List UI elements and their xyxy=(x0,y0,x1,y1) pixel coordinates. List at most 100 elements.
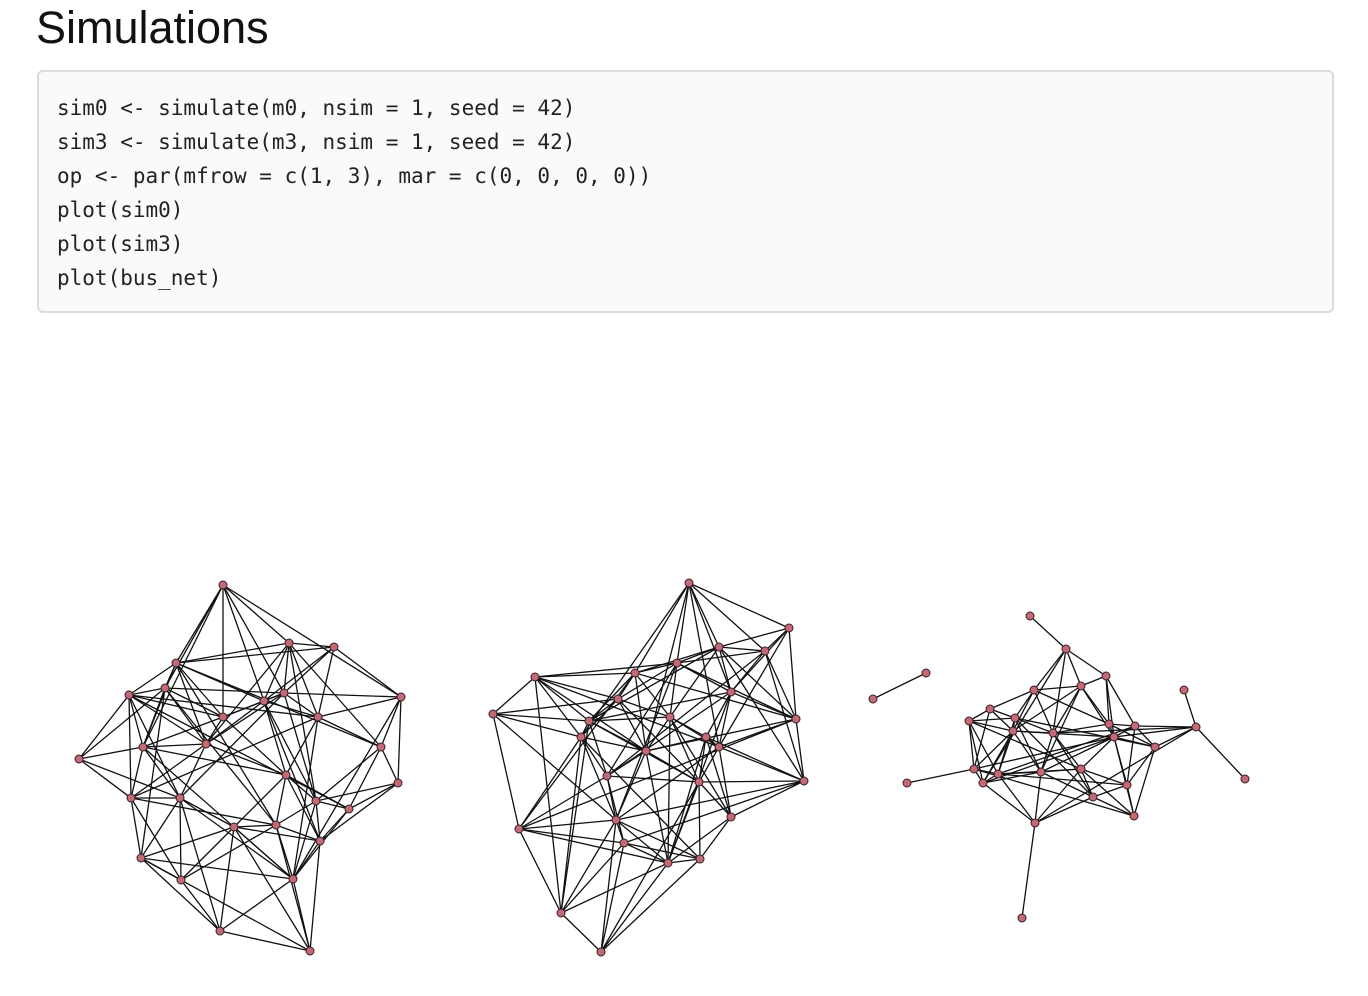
network-edge xyxy=(968,720,1014,732)
network-edge xyxy=(315,782,399,802)
network-edge xyxy=(534,676,619,700)
network-edge xyxy=(179,797,221,932)
network-edge xyxy=(233,826,311,952)
network-node xyxy=(124,690,134,700)
network-edge xyxy=(600,842,625,953)
network-node xyxy=(1109,732,1119,742)
network-edge xyxy=(534,676,590,722)
network-edge xyxy=(968,717,1016,722)
network-node xyxy=(868,694,878,704)
network-plot-sim3 xyxy=(488,578,809,957)
network-node xyxy=(126,793,136,803)
network-edge xyxy=(534,676,562,914)
network-edge xyxy=(1033,648,1067,691)
network-node xyxy=(630,668,640,678)
network-edge xyxy=(78,694,130,760)
network-node xyxy=(171,658,181,668)
network-edge xyxy=(140,687,166,859)
network-edge xyxy=(288,642,317,802)
network-node xyxy=(672,658,682,668)
network-edge xyxy=(698,781,701,860)
network-edge xyxy=(288,642,335,648)
network-edge xyxy=(518,718,797,830)
network-edge xyxy=(140,857,221,932)
code-line: plot(bus_net) xyxy=(57,266,222,290)
network-edge xyxy=(667,736,707,864)
network-node xyxy=(1179,685,1189,695)
network-edge xyxy=(1014,717,1156,748)
network-edge xyxy=(788,627,797,720)
network-node xyxy=(799,776,809,786)
network-edge xyxy=(560,912,602,953)
network-edge xyxy=(180,826,235,881)
network-edge xyxy=(180,879,221,932)
network-edge xyxy=(518,828,625,844)
network-edge xyxy=(380,746,399,784)
network-edge xyxy=(233,826,294,880)
network-edge xyxy=(1065,648,1082,687)
network-edge xyxy=(1034,768,1082,824)
network-edge xyxy=(698,780,805,783)
network-edge xyxy=(1014,689,1035,719)
network-node xyxy=(921,668,931,678)
network-edge xyxy=(1014,717,1094,798)
network-node xyxy=(176,875,186,885)
network-edge xyxy=(518,819,617,830)
network-edge xyxy=(128,662,177,696)
network-edge xyxy=(667,816,732,864)
network-edge xyxy=(78,746,144,760)
network-node xyxy=(1191,722,1201,732)
network-node xyxy=(964,716,974,726)
network-edge xyxy=(175,662,207,745)
network-node xyxy=(1036,767,1046,777)
network-edge xyxy=(669,716,700,783)
network-edge xyxy=(1052,732,1094,798)
network-node xyxy=(613,694,623,704)
network-node xyxy=(726,687,736,697)
network-node xyxy=(576,732,586,742)
network-node xyxy=(344,804,354,814)
network-edge xyxy=(872,672,927,700)
network-edge xyxy=(688,582,790,629)
network-edge xyxy=(667,858,701,864)
network-node xyxy=(1061,644,1071,654)
network-node xyxy=(1104,719,1114,729)
network-edge xyxy=(669,716,720,748)
network-node xyxy=(902,778,912,788)
network-edge xyxy=(205,700,265,745)
network-node xyxy=(665,712,675,722)
network-edge xyxy=(1113,736,1135,817)
network-edge xyxy=(492,713,590,722)
network-node xyxy=(329,642,339,652)
network-node xyxy=(993,769,1003,779)
network-edge xyxy=(222,584,402,698)
network-edge xyxy=(560,736,582,914)
network-edge xyxy=(1080,768,1128,786)
network-edge xyxy=(492,713,582,738)
network-node xyxy=(488,709,498,719)
network-edge xyxy=(492,698,619,715)
network-edge xyxy=(676,650,766,664)
network-edge xyxy=(1014,717,1054,734)
code-line: plot(sim3) xyxy=(57,232,184,256)
network-edge xyxy=(128,687,166,696)
network-edge xyxy=(688,582,720,748)
network-edge xyxy=(205,716,224,745)
network-edge xyxy=(78,687,166,760)
network-edge xyxy=(606,650,766,777)
network-edge xyxy=(1012,689,1035,732)
network-edge xyxy=(688,582,766,652)
network-edge xyxy=(1126,746,1156,786)
network-node xyxy=(279,688,289,698)
network-node xyxy=(396,692,406,702)
network-edge xyxy=(319,782,399,842)
network-node xyxy=(74,754,84,764)
network-edge xyxy=(615,746,720,821)
network-edge xyxy=(130,743,207,799)
network-edge xyxy=(1033,685,1082,691)
network-edge xyxy=(128,694,144,748)
network-edge xyxy=(688,582,720,648)
network-edge xyxy=(615,819,669,864)
network-edge xyxy=(718,646,805,782)
network-edge xyxy=(492,713,520,830)
